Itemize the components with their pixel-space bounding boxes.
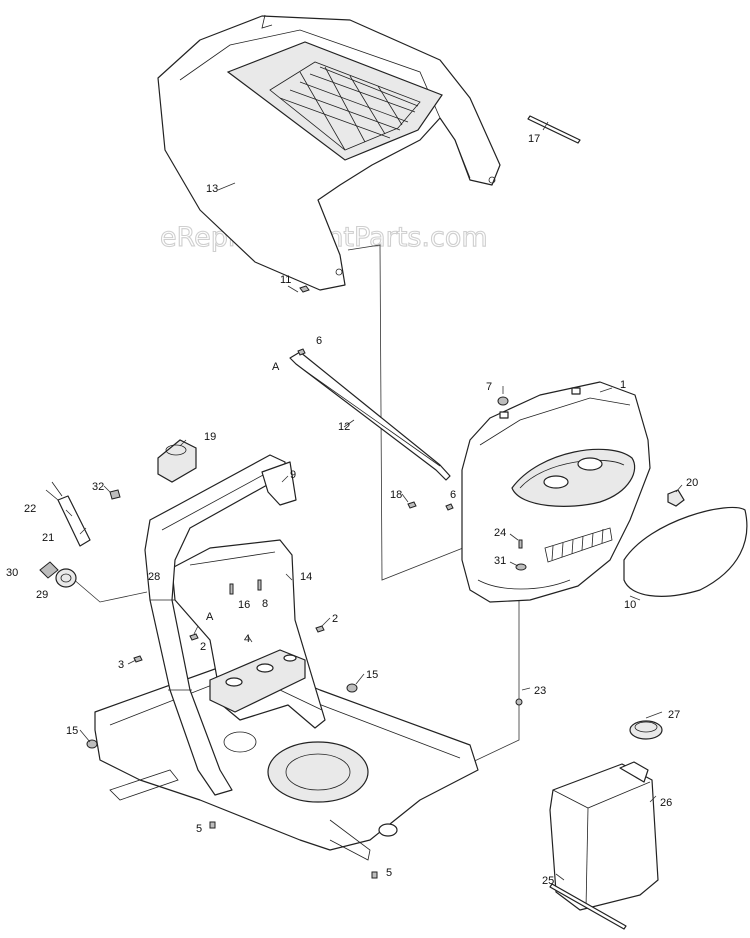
callout-14: 14 <box>300 571 312 583</box>
callout-6-top: 6 <box>316 335 322 347</box>
callout-15-left: 15 <box>66 725 78 737</box>
callout-1: 1 <box>620 379 626 391</box>
cable-tie-17[interactable] <box>527 115 581 144</box>
nut-23[interactable] <box>515 698 523 706</box>
fuel-cap-27[interactable] <box>629 720 663 740</box>
callout-3: 3 <box>118 659 124 671</box>
nut-6-top[interactable] <box>297 348 306 356</box>
ignition-switch-21[interactable] <box>45 481 91 547</box>
callout-23: 23 <box>534 685 546 697</box>
callout-5-chassis: 5 <box>386 867 392 879</box>
callout-labels: 1 2 2 3 4 5 5 6 6 7 8 9 10 11 12 13 14 1… <box>6 133 698 887</box>
nut-5-chassis[interactable] <box>371 871 378 879</box>
switch-29[interactable] <box>55 568 77 588</box>
dash-lower-grille <box>544 527 613 563</box>
callout-11: 11 <box>280 274 291 286</box>
dash-housing-part[interactable] <box>461 381 651 603</box>
callout-13: 13 <box>206 183 218 195</box>
hood-grille <box>269 61 421 151</box>
reference-a-top: A <box>272 361 280 373</box>
callout-7: 7 <box>486 381 492 393</box>
screw-2-right[interactable] <box>315 625 325 633</box>
callout-29: 29 <box>36 589 48 601</box>
callout-4: 4 <box>244 633 250 645</box>
nut-15-left[interactable] <box>86 739 98 749</box>
callout-12: 12 <box>338 421 350 433</box>
reference-a-lower: A <box>206 611 214 623</box>
screw-2-left[interactable] <box>189 633 199 641</box>
hood-part[interactable] <box>157 14 501 291</box>
grommet-19[interactable] <box>157 439 197 483</box>
nut-6-lower[interactable] <box>445 503 454 511</box>
clip-32[interactable] <box>109 489 121 500</box>
callout-5-frame: 5 <box>196 823 202 835</box>
callout-8: 8 <box>262 598 268 610</box>
bolt-16[interactable] <box>229 583 234 595</box>
nut-7[interactable] <box>497 396 509 406</box>
dash-support-14[interactable] <box>171 539 326 729</box>
callout-15-right: 15 <box>366 669 378 681</box>
callout-32: 32 <box>92 481 104 493</box>
nut-15-right[interactable] <box>346 683 358 693</box>
callout-10: 10 <box>624 599 636 611</box>
screw-11[interactable] <box>299 285 310 293</box>
callout-24: 24 <box>494 527 506 539</box>
callout-9: 9 <box>290 469 296 481</box>
callout-18: 18 <box>390 489 402 501</box>
callout-16: 16 <box>238 599 250 611</box>
callout-27: 27 <box>668 709 680 721</box>
lens-10[interactable] <box>623 506 748 597</box>
callout-6-lower: 6 <box>450 489 456 501</box>
callout-25: 25 <box>542 875 554 887</box>
callout-31: 31 <box>494 555 506 567</box>
callout-22: 22 <box>24 503 36 515</box>
callout-17: 17 <box>528 133 540 145</box>
key-30[interactable] <box>39 561 59 579</box>
callout-26: 26 <box>660 797 672 809</box>
callout-leaders <box>65 121 683 881</box>
washer-31[interactable] <box>515 563 527 571</box>
callout-28: 28 <box>148 571 160 583</box>
callout-2-left: 2 <box>200 641 206 653</box>
screw-24[interactable] <box>518 539 523 549</box>
fuel-tank-26[interactable] <box>549 761 659 911</box>
bolt-8[interactable] <box>257 579 262 591</box>
callout-2-right: 2 <box>332 613 338 625</box>
cable-tie-25[interactable] <box>549 883 627 930</box>
callout-20: 20 <box>686 477 698 489</box>
callout-30: 30 <box>6 567 18 579</box>
callout-19: 19 <box>204 431 216 443</box>
support-rod-12[interactable] <box>289 351 451 481</box>
nut-5-frame[interactable] <box>209 821 216 829</box>
callout-21: 21 <box>42 532 54 544</box>
frame-tower-9[interactable] <box>144 454 297 796</box>
screw-3[interactable] <box>133 655 143 663</box>
knob-20[interactable] <box>667 489 685 507</box>
screw-18[interactable] <box>407 501 417 509</box>
